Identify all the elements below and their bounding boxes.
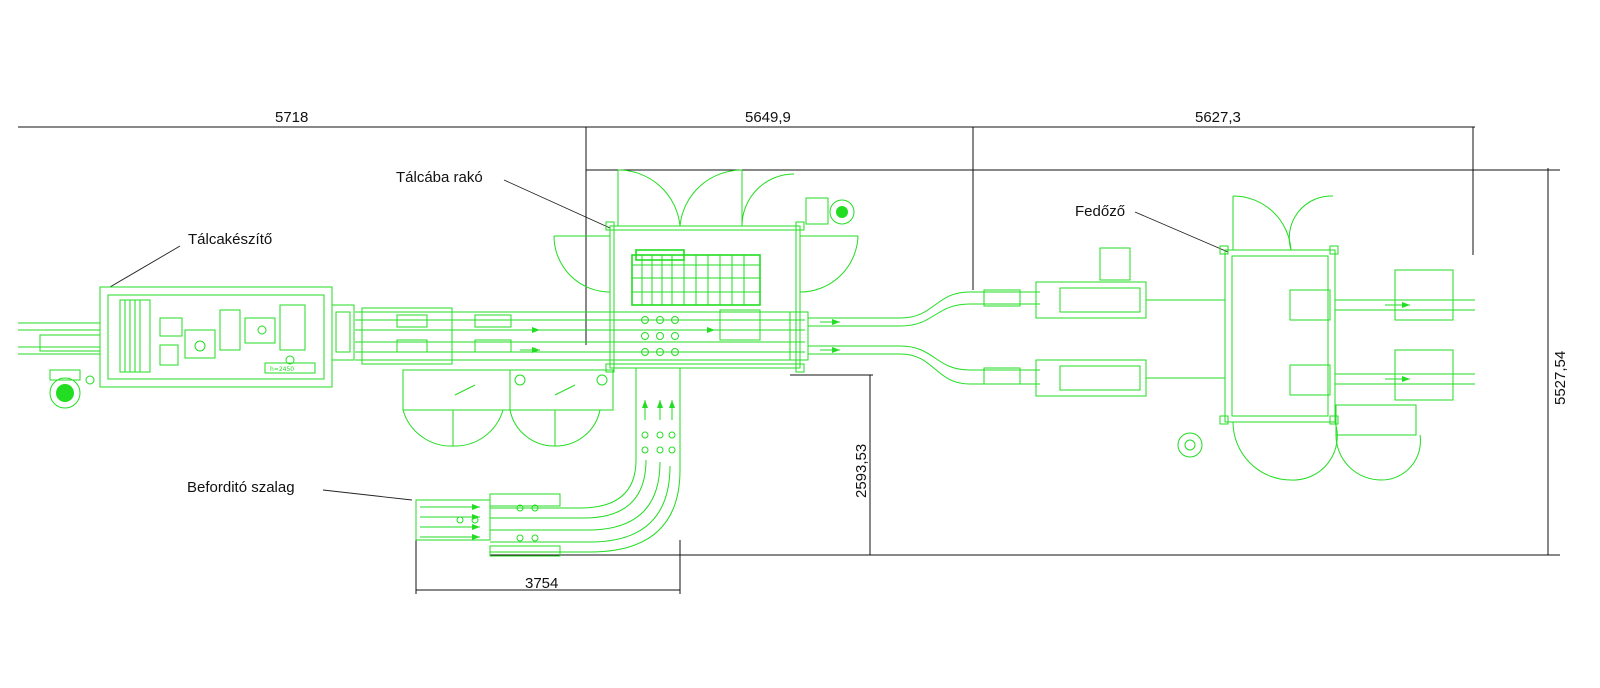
dim-bottom: 3754 — [525, 575, 558, 592]
tray-maker-machine: h=2450 — [18, 286, 355, 409]
label-infeed-belt: Beforditó szalag — [187, 479, 295, 496]
leader-lines — [109, 179, 1229, 501]
tray-loader-machine — [553, 169, 859, 373]
infeed-belt — [415, 368, 681, 557]
dimension-lines — [18, 126, 1560, 594]
machine-height-note: h=2450 — [270, 366, 294, 373]
dim-top-middle: 5649,9 — [745, 109, 791, 126]
dim-top-right: 5627,3 — [1195, 109, 1241, 126]
lid-placer-machine — [1035, 195, 1475, 481]
label-tray-maker: Tálcakészítő — [188, 231, 272, 248]
main-conveyor — [355, 307, 805, 447]
dim-top-left: 5718 — [275, 109, 308, 126]
dim-right-vertical: 5527,54 — [1552, 351, 1569, 405]
label-lid-placer: Fedőző — [1075, 203, 1125, 220]
dim-middle-vertical: 2593,53 — [853, 444, 870, 498]
label-tray-loader: Tálcába rakó — [396, 169, 483, 186]
split-conveyor — [789, 289, 1040, 385]
